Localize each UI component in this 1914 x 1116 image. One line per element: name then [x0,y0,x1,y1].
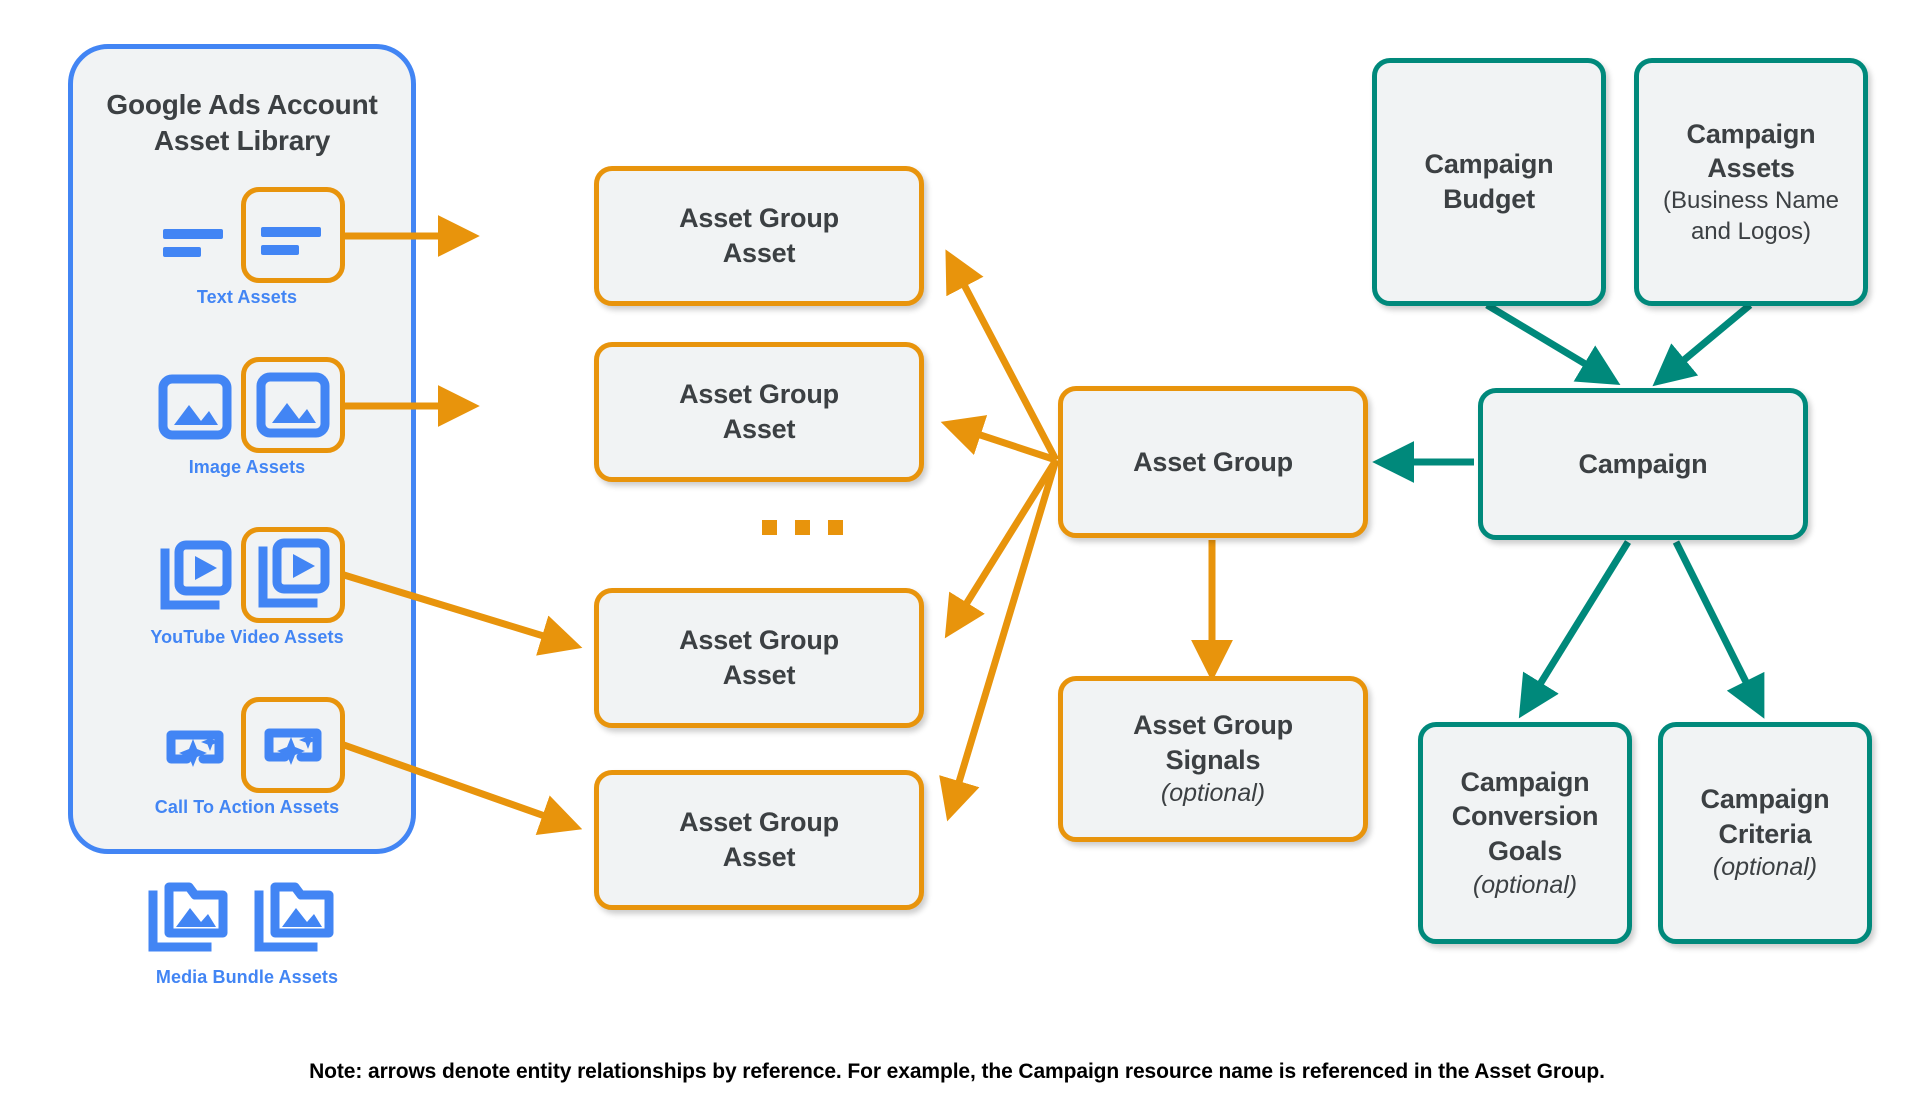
sparkle-card-icon-highlight-box[interactable] [241,697,345,793]
asset-group-signals-box[interactable]: Asset Group Signals (optional) [1058,676,1368,842]
criteria-optional-note: (optional) [1712,853,1818,882]
edge-budget-to-campaign [1485,301,1621,386]
asset-row-image[interactable]: Image Assets [73,357,421,489]
folder-image-stack-icon [145,879,241,959]
asset-group-asset-box-4[interactable]: Asset Group Asset [594,770,924,910]
edge-campaign-to-criteria [1672,540,1765,719]
ellipsis-dot [795,520,810,535]
conversion-goals-line1: Campaign [1460,766,1590,797]
asset-group-asset-line2: Asset [722,842,796,872]
campaign-assets-detail: (Business Name and Logos) [1662,186,1840,245]
signals-line2: Signals [1165,744,1261,775]
campaign-assets-line1: Campaign [1686,118,1816,149]
edge-campaign-to-conversion-goals [1518,540,1631,719]
edge-asset-group-to-asset-4 [939,458,1060,822]
asset-row-media-bundle[interactable]: Media Bundle Assets [73,871,421,999]
asset-group-asset-line1: Asset Group [679,625,839,656]
library-title: Google Ads Account Asset Library [73,87,411,159]
image-icon [255,367,331,443]
campaign-criteria-box[interactable]: Campaign Criteria (optional) [1658,722,1872,944]
asset-group-asset-line2: Asset [722,238,796,268]
asset-group-asset-box-2[interactable]: Asset Group Asset [594,342,924,482]
edge-asset-group-to-asset-2 [940,415,1058,464]
asset-group-asset-line2: Asset [722,660,796,690]
video-stack-icon-highlight-box[interactable] [241,527,345,623]
campaign-budget-box[interactable]: Campaign Budget [1372,58,1606,306]
text-lines-icon-highlight-box[interactable] [241,187,345,283]
asset-label-image: Image Assets [188,457,306,477]
asset-group-asset-line1: Asset Group [679,379,839,410]
edge-campaign-assets-to-campaign [1652,302,1753,387]
sparkle-card-icon [157,709,233,785]
asset-label-video: YouTube Video Assets [150,627,344,647]
image-icon-highlight-box[interactable] [241,357,345,453]
signals-optional-note: (optional) [1160,779,1266,808]
asset-group-asset-box-3[interactable]: Asset Group Asset [594,588,924,728]
ellipsis-dot [762,520,777,535]
campaign-label: Campaign [1578,448,1708,479]
asset-group-box[interactable]: Asset Group [1058,386,1368,538]
campaign-budget-line1: Campaign [1424,149,1554,180]
video-stack-icon [157,539,233,615]
criteria-line1: Campaign [1700,784,1830,815]
campaign-box[interactable]: Campaign [1478,388,1808,540]
asset-row-icons [73,527,421,623]
ellipsis-indicator [762,520,843,535]
sparkle-card-icon [255,707,331,783]
asset-row-icons [73,871,421,963]
asset-label-text: Text Assets [196,287,298,307]
ellipsis-dot [828,520,843,535]
conversion-goals-line3: Goals [1487,836,1563,867]
edge-asset-group-to-asset-3 [944,458,1059,639]
text-lines-icon [157,199,233,275]
conversion-goals-optional-note: (optional) [1472,870,1578,899]
asset-label-cta: Call To Action Assets [154,797,340,817]
campaign-assets-line2: Assets [1707,153,1795,184]
asset-group-asset-line2: Asset [722,414,796,444]
asset-library-panel: Google Ads Account Asset Library [68,44,416,987]
library-title-line1: Google Ads Account [106,89,378,120]
campaign-conversion-goals-box[interactable]: Campaign Conversion Goals (optional) [1418,722,1632,944]
campaign-assets-box[interactable]: Campaign Assets (Business Name and Logos… [1634,58,1868,306]
campaign-budget-line2: Budget [1443,184,1535,214]
image-icon [157,369,233,445]
footnote-text: Note: arrows denote entity relationships… [309,1060,1605,1083]
asset-row-icons [73,187,421,283]
asset-row-icons [73,357,421,453]
folder-image-stack-icon [251,879,347,959]
asset-row-cta[interactable]: Call To Action Assets [73,697,421,829]
asset-group-asset-line1: Asset Group [679,203,839,234]
text-lines-icon [255,197,331,273]
video-stack-icon [255,537,331,613]
edge-asset-group-to-asset-1 [945,249,1060,462]
asset-row-video[interactable]: YouTube Video Assets [73,527,421,659]
asset-group-label: Asset Group [1133,446,1293,477]
asset-row-icons [73,697,421,793]
asset-label-media-bundle: Media Bundle Assets [155,967,339,987]
library-title-line2: Asset Library [153,124,331,156]
conversion-goals-line2: Conversion [1451,801,1599,832]
asset-group-asset-line1: Asset Group [679,807,839,838]
criteria-line2: Criteria [1718,818,1812,849]
asset-row-text[interactable]: Text Assets [73,187,421,319]
asset-group-asset-box-1[interactable]: Asset Group Asset [594,166,924,306]
signals-line1: Asset Group [1133,710,1293,741]
